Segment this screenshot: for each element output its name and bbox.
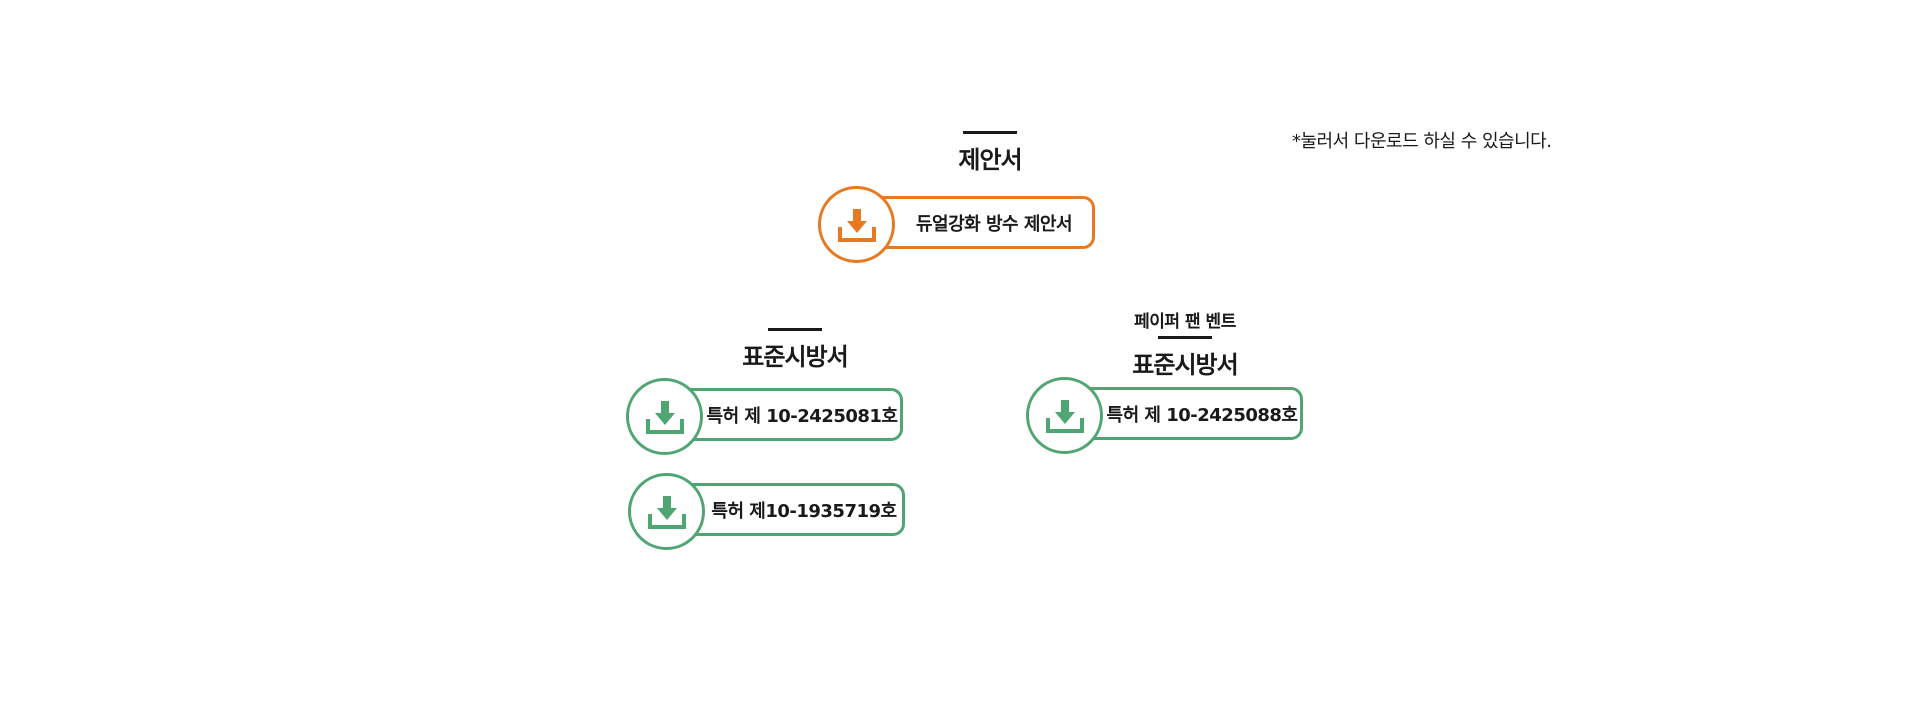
standard-left-title-text: 표준시방서	[742, 343, 848, 371]
download-label-pill: 듀얼강화 방수 제안서	[863, 196, 1095, 249]
download-icon	[837, 208, 876, 242]
download-patent-2425081-button[interactable]: 특허 제 10-2425081호	[626, 378, 903, 455]
title-bar	[1158, 336, 1212, 339]
download-icon-circle	[818, 186, 895, 263]
download-icon-circle	[1026, 377, 1103, 454]
download-note: *눌러서 다운로드 하실 수 있습니다.	[1292, 131, 1552, 152]
download-patent-1935719-button[interactable]: 특허 제10-1935719호	[628, 473, 905, 550]
download-label: 특허 제 10-2425088호	[1106, 404, 1298, 426]
download-label: 듀얼강화 방수 제안서	[915, 213, 1073, 235]
download-icon	[645, 400, 684, 434]
download-proposal-button[interactable]: 듀얼강화 방수 제안서	[818, 186, 1095, 263]
proposal-title: 제안서	[940, 131, 1040, 175]
title-bar	[768, 328, 822, 331]
download-icon	[647, 495, 686, 529]
download-label-pill: 특허 제 10-2425081호	[671, 388, 903, 441]
standard-right-subtitle: 페이퍼 팬 벤트	[1134, 312, 1236, 332]
download-label-pill: 특허 제10-1935719호	[673, 483, 905, 536]
title-bar	[963, 131, 1017, 134]
proposal-title-text: 제안서	[958, 146, 1022, 174]
standard-right-title-text: 표준시방서	[1132, 351, 1238, 379]
download-label: 특허 제10-1935719호	[711, 500, 897, 522]
download-icon-circle	[628, 473, 705, 550]
download-label-pill: 특허 제 10-2425088호	[1071, 387, 1303, 440]
download-patent-2425088-button[interactable]: 특허 제 10-2425088호	[1026, 377, 1303, 454]
download-icon	[1045, 399, 1084, 433]
standard-right-title: 페이퍼 팬 벤트 표준시방서	[1125, 307, 1245, 380]
standard-left-title: 표준시방서	[735, 328, 855, 372]
download-label: 특허 제 10-2425081호	[706, 405, 898, 427]
download-icon-circle	[626, 378, 703, 455]
